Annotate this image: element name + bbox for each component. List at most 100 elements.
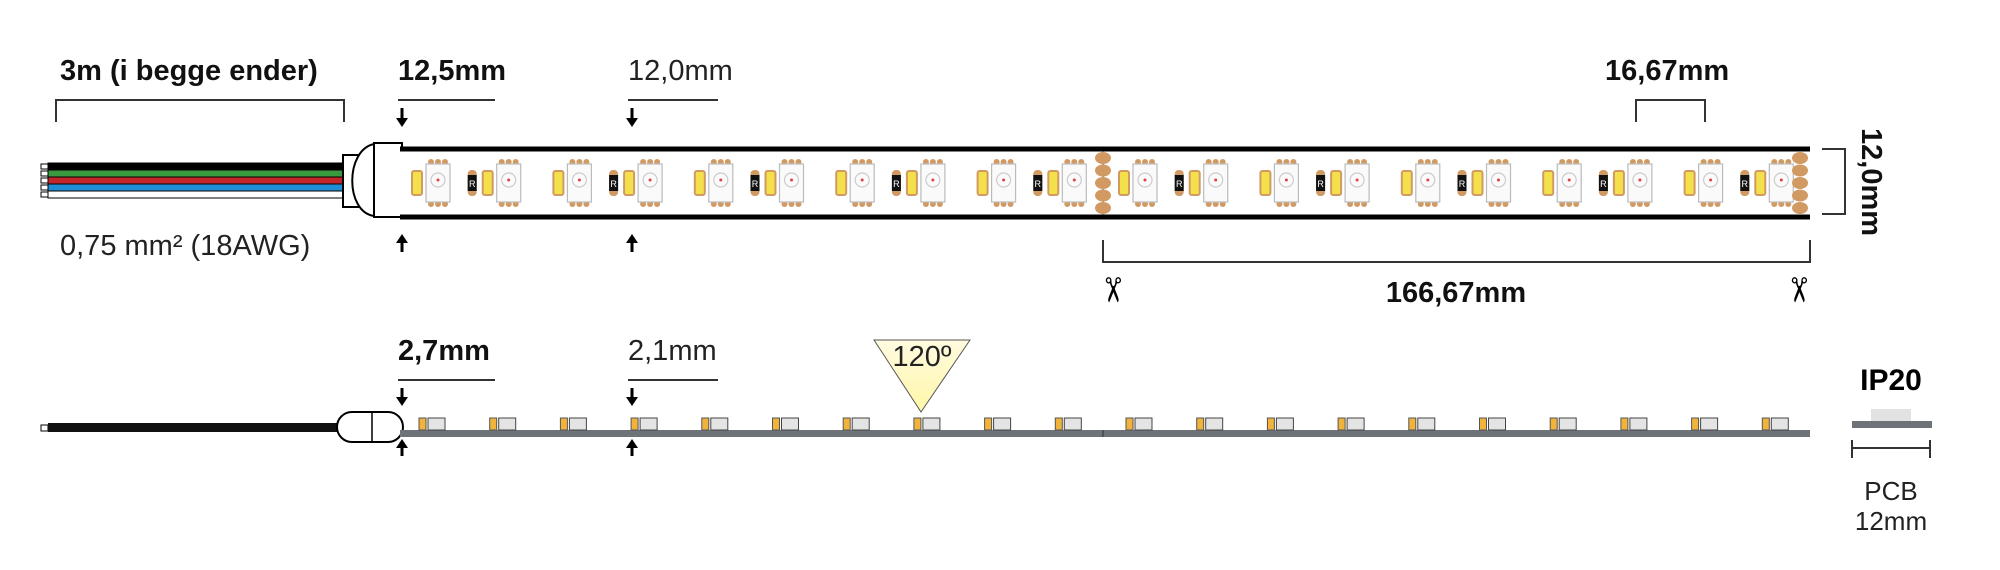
white-led	[1683, 170, 1696, 196]
side-white-led	[1054, 417, 1063, 431]
led-pitch-label: 16,67mm	[1605, 55, 1729, 87]
side-rgb-led	[993, 417, 1012, 431]
rgb-led	[1273, 163, 1300, 203]
svg-text:R: R	[1035, 179, 1042, 189]
beam-angle-label: 120º	[893, 341, 952, 373]
arrow-up-icon	[396, 439, 408, 456]
solder-pad	[1095, 152, 1111, 164]
side-rgb-led	[1205, 417, 1224, 431]
strip-width-bracket	[1822, 148, 1846, 215]
rgb-led-lens	[571, 172, 588, 188]
rgb-led-die	[577, 178, 581, 182]
led-group	[1118, 159, 1158, 207]
white-led	[1047, 170, 1060, 196]
rgb-led	[1768, 163, 1794, 203]
cable-length-label: 3m (i begge ender)	[60, 55, 318, 87]
rgb-led	[778, 163, 805, 203]
rgb-led-lens	[1420, 172, 1436, 188]
cross-section-pcb	[1852, 421, 1932, 428]
wire-gauge-label: 0,75 mm² (18AWG)	[60, 230, 310, 262]
rgb-led-die	[931, 178, 935, 182]
white-led	[693, 170, 706, 196]
white-led	[623, 170, 636, 196]
wire-terminal	[40, 191, 49, 198]
solder-pad	[1792, 164, 1808, 177]
rgb-led-lens	[1702, 172, 1719, 188]
rgb-led-die	[1214, 178, 1218, 182]
side-white-led	[559, 417, 568, 431]
side-rgb-led	[781, 417, 799, 431]
rgb-led-die	[1709, 178, 1713, 182]
solder-pad	[1792, 177, 1808, 189]
pcb-width-bracket	[1851, 440, 1931, 458]
resistor: R	[1740, 170, 1750, 196]
side-white-led	[630, 417, 639, 431]
white-led	[1259, 170, 1272, 196]
wire	[47, 183, 346, 192]
side-white-led	[842, 417, 851, 431]
side-white-led	[1125, 417, 1134, 431]
rgb-led-die	[860, 178, 864, 182]
arrow-down-icon	[626, 388, 638, 406]
side-led	[1196, 417, 1224, 431]
side-led	[913, 417, 941, 431]
side-white-led	[1761, 417, 1770, 431]
solder-pad	[1792, 189, 1808, 202]
side-rgb-led	[1275, 417, 1294, 431]
side-led	[842, 417, 870, 431]
solder-pad	[1792, 202, 1808, 214]
resistor: R	[1174, 170, 1184, 196]
white-led	[976, 170, 989, 196]
side-led	[489, 417, 517, 431]
side-led	[772, 417, 799, 431]
pcb-width-label: 12mm	[1855, 506, 1927, 536]
side-led	[1549, 417, 1577, 431]
side-led	[1408, 417, 1436, 431]
resistor: R	[1033, 170, 1043, 196]
rgb-led-die	[1638, 178, 1642, 182]
side-rgb-led	[710, 417, 729, 431]
rgb-led-lens	[1773, 172, 1789, 188]
white-led	[481, 170, 494, 196]
wire-terminal	[40, 163, 49, 170]
side-white-led	[772, 417, 780, 431]
led-group	[693, 159, 734, 207]
rgb-led-die	[790, 178, 793, 182]
rgb-led-die	[1072, 178, 1076, 182]
segment-solder-pads	[1095, 151, 1111, 215]
rgb-led	[1132, 163, 1158, 203]
white-led	[1330, 170, 1343, 196]
resistor: R	[891, 170, 901, 196]
rgb-led	[1556, 163, 1582, 203]
led-group	[835, 159, 875, 207]
wire-terminal	[40, 170, 49, 177]
wire-terminal	[40, 177, 49, 184]
led-group	[1259, 159, 1300, 207]
side-white-led	[701, 417, 710, 431]
led-group	[552, 159, 593, 207]
svg-text:R: R	[610, 179, 617, 189]
rgb-led-lens	[1208, 172, 1224, 188]
rgb-led-lens	[854, 172, 870, 188]
white-led	[1754, 170, 1767, 196]
cut-length-label: 166,67mm	[1386, 277, 1526, 309]
side-led	[1266, 417, 1294, 431]
white-led	[764, 170, 777, 196]
side-led	[1125, 417, 1153, 431]
wire	[47, 169, 346, 178]
side-rgb-led	[1488, 417, 1506, 431]
side-rgb-led	[639, 417, 658, 431]
side-rgb-led	[568, 417, 587, 431]
side-led	[1761, 417, 1789, 431]
rgb-led	[1627, 163, 1653, 203]
rgb-led-die	[1143, 178, 1147, 182]
rgb-led-lens	[925, 172, 941, 188]
beam-angle-cone	[873, 339, 971, 413]
side-white-led	[913, 417, 922, 431]
side-rgb-led	[922, 417, 941, 431]
strip-width-label: 12,0mm	[1855, 128, 1887, 236]
side-led	[418, 417, 446, 431]
side-led	[1337, 417, 1365, 431]
side-led	[1691, 417, 1719, 431]
led-group	[1400, 159, 1441, 207]
